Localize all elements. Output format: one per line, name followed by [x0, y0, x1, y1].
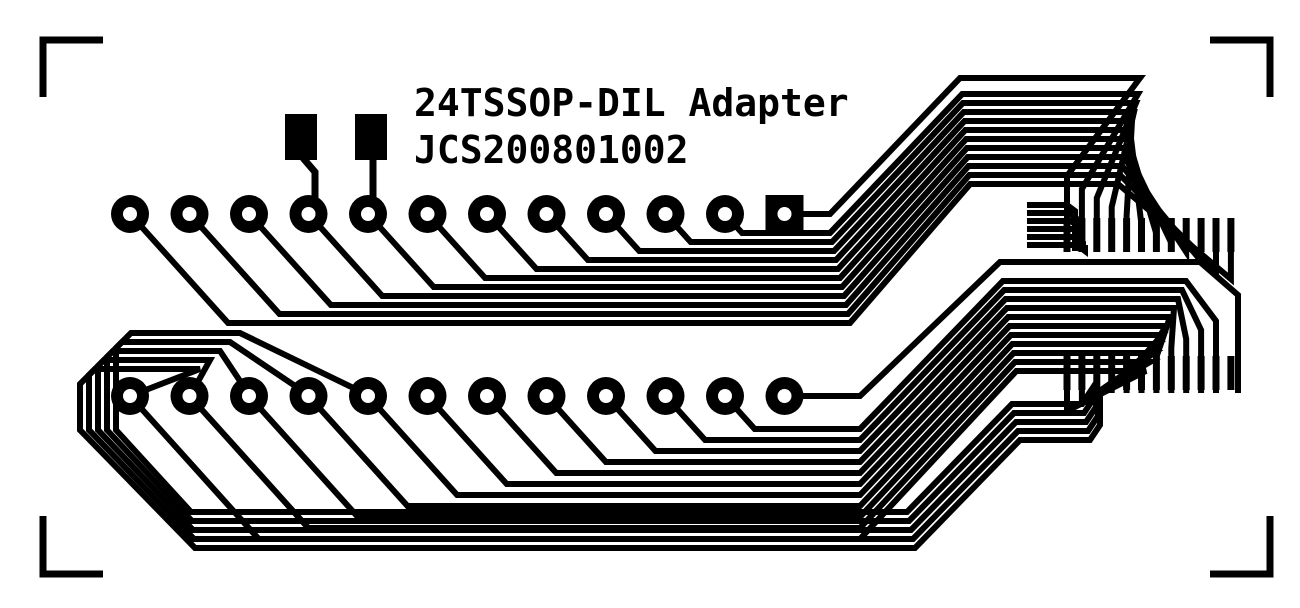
- corner-mark-top-left: [39, 36, 103, 97]
- dil-drill-hole: [718, 207, 732, 221]
- tssop-pad-upper: [1227, 218, 1235, 252]
- corner-mark-top-right: [1210, 36, 1274, 97]
- trace-bottom-8: [542, 305, 1178, 465]
- trace-top-5: [363, 145, 1175, 290]
- trace-bottom-12: [781, 259, 1241, 399]
- trace-top-9: [601, 109, 1138, 254]
- dil-drill-hole: [480, 389, 494, 403]
- dil-drill-hole: [599, 207, 613, 221]
- trace-top-12: [781, 75, 1146, 251]
- trace-outer-loop-5: [113, 330, 1095, 515]
- dil-drill-hole: [242, 207, 256, 221]
- trace-outer-loop-1: [77, 366, 1103, 551]
- tssop-pad-lower: [1212, 356, 1220, 390]
- trace-top-7: [482, 127, 1145, 272]
- tssop-pad-upper: [1212, 218, 1220, 252]
- dil-drill-hole: [777, 389, 792, 403]
- dil-drill-hole: [539, 389, 554, 403]
- tssop-pad-lower: [1123, 356, 1131, 390]
- dil-drill-hole: [539, 207, 554, 221]
- tssop-pad-lower: [1152, 356, 1160, 390]
- dil-drill-hole: [420, 389, 435, 403]
- trace-top-4: [304, 154, 1190, 299]
- trace-bottom-10: [661, 287, 1205, 443]
- tssop-pad-upper: [1123, 218, 1131, 252]
- corner-mark-bottom-left: [39, 516, 103, 578]
- dil-drill-hole: [718, 389, 732, 403]
- trace-bottom-11: [720, 278, 1219, 432]
- tssop-pad-lower: [1093, 356, 1101, 390]
- tssop-pad-lower: [1167, 356, 1175, 390]
- dil-drill-hole: [420, 207, 435, 221]
- tssop-pad-lower: [1063, 356, 1071, 390]
- trace-bottom-9: [601, 296, 1190, 454]
- tssop-pad-upper: [1063, 218, 1071, 252]
- tssop-pad-upper: [1138, 218, 1145, 252]
- dil-drill-hole: [242, 389, 256, 403]
- dil-drill-hole: [182, 207, 197, 221]
- copper-traces: [77, 75, 1241, 551]
- trace-outer-loop-2: [86, 357, 1101, 542]
- tssop-pad-lower: [1197, 356, 1205, 390]
- trace-top-8: [542, 118, 1136, 263]
- tssop-pad-lower: [1227, 356, 1235, 390]
- trace-outer-loop-3: [95, 348, 1099, 533]
- tssop-pad-upper: [1108, 218, 1116, 252]
- test-pad-right: [355, 114, 387, 160]
- tssop-pads: [1063, 218, 1235, 390]
- tssop-pad-upper: [1093, 218, 1101, 252]
- tssop-pad-upper: [1182, 218, 1190, 252]
- dil-drill-hole: [658, 207, 673, 221]
- dil-drill-hole: [182, 389, 197, 403]
- trace-top-11: [720, 91, 1144, 251]
- dil-drill-hole: [123, 389, 137, 403]
- dil-drill-hole: [123, 207, 137, 221]
- tssop-pad-upper: [1197, 218, 1205, 252]
- tssop-pad-lower: [1108, 356, 1116, 390]
- corner-mark-bottom-right: [1210, 516, 1274, 578]
- tssop-pad-upper: [1152, 218, 1160, 252]
- tssop-pad-lower: [1182, 356, 1190, 390]
- dil-drill-hole: [658, 389, 673, 403]
- dil-drill-hole: [361, 207, 375, 221]
- tssop-pad-lower: [1078, 356, 1086, 390]
- dil-drill-hole: [480, 207, 494, 221]
- board-part-number: JCS200801002: [414, 128, 689, 172]
- dil-drill-hole: [361, 389, 375, 403]
- test-pad-left: [285, 114, 317, 160]
- tssop-pad-lower: [1138, 356, 1145, 390]
- dil-pads: [111, 195, 804, 415]
- tssop-pad-upper: [1167, 218, 1175, 252]
- test-pads: [285, 114, 387, 213]
- tssop-pad-upper: [1078, 218, 1086, 252]
- board-title: 24TSSOP-DIL Adapter: [414, 81, 849, 125]
- trace-outer-loop-4: [104, 339, 1097, 524]
- registration-marks: [39, 36, 1274, 578]
- dil-drill-hole: [301, 389, 316, 403]
- dil-drill-hole: [599, 389, 613, 403]
- trace-top-6: [423, 136, 1160, 281]
- dil-drill-hole: [777, 207, 792, 221]
- trace-top-10: [661, 100, 1141, 251]
- dil-drill-hole: [301, 207, 316, 221]
